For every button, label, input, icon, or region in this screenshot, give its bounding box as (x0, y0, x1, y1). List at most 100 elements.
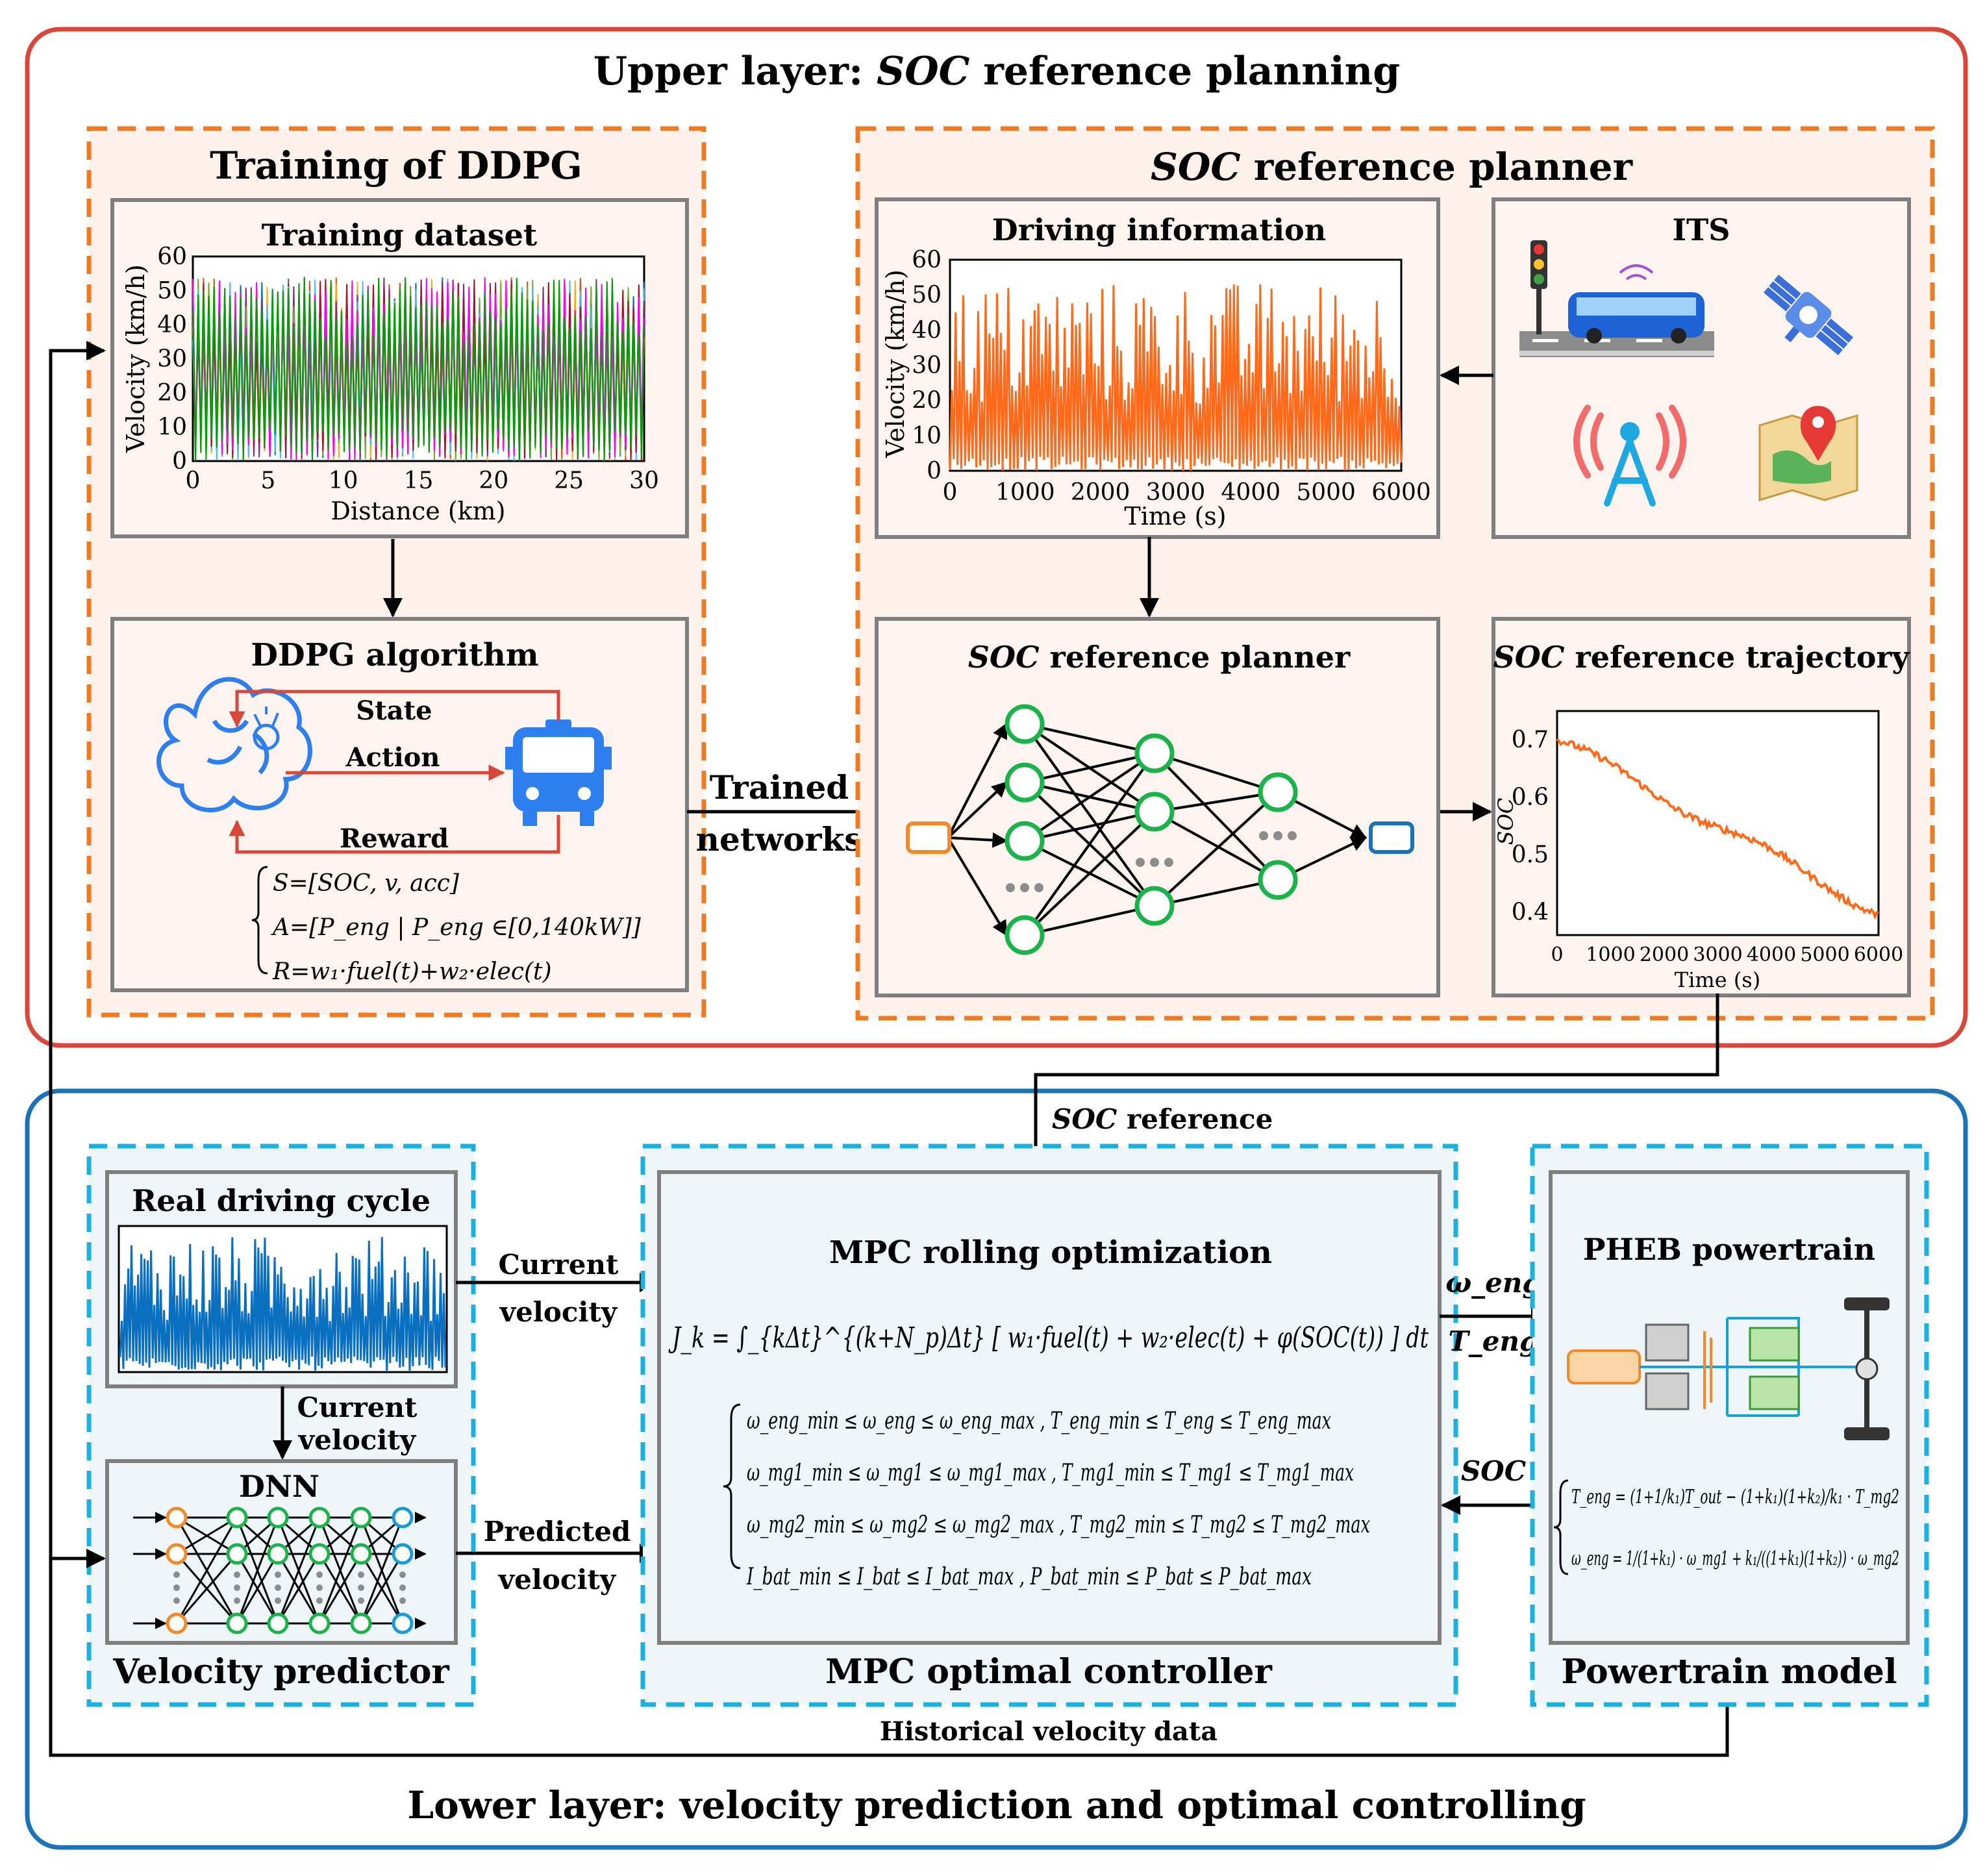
dnn-ellipsis-dot (358, 1584, 364, 1591)
powertrain-schematic (1567, 1297, 1890, 1440)
powertrain-model-footer: Powertrain model (1561, 1652, 1897, 1692)
nn-hidden-node (1005, 821, 1045, 861)
dataset-y-tick-1: 50 (157, 278, 187, 305)
trained-label-1: Trained (710, 768, 849, 807)
nn-edge (1154, 879, 1279, 907)
ddpg-equations: S=[SOC, v, acc] A=[P_eng | P_eng ∈[0,140… (251, 866, 642, 985)
dnn-node (392, 1612, 414, 1634)
nn-edge (1154, 752, 1279, 794)
mpc-controller-footer: MPC optimal controller (825, 1652, 1272, 1692)
real-driving-cycle-title: Real driving cycle (132, 1183, 431, 1218)
nn-ellipsis-dot (1273, 831, 1282, 840)
lower-layer-title: Lower layer: velocity prediction and opt… (407, 1783, 1586, 1827)
dataset-y-tick-2: 40 (157, 312, 187, 338)
dataset-x-tick-1: 5 (260, 468, 275, 494)
soc-x-tick-4: 4000 (1747, 944, 1796, 966)
dnn-edge (175, 1553, 238, 1624)
nn-edge (947, 832, 1008, 848)
nn-edge (1023, 752, 1156, 842)
nn-edge (1023, 723, 1156, 907)
state-label: State (356, 695, 432, 726)
dnn-node (350, 1612, 372, 1634)
svg-text:S=[SOC, v, acc]: S=[SOC, v, acc] (273, 870, 460, 897)
driving-y-tick-3: 30 (912, 353, 942, 379)
nn-edge (947, 722, 1008, 838)
dnn-node (392, 1507, 414, 1529)
nn-edge (1023, 752, 1156, 936)
dnn-node (226, 1612, 248, 1634)
action-label: Action (345, 742, 440, 773)
dnn-node (226, 1543, 248, 1565)
mpc-constraint-3: ω_mg2_min ≤ ω_mg2 ≤ ω_mg2_max , T_mg2_mi… (747, 1512, 1370, 1538)
driving-y-tick-5: 10 (912, 423, 942, 449)
driving-x-tick-5: 5000 (1296, 479, 1356, 506)
current-velocity-label-1: Current (499, 1249, 619, 1281)
nn-ellipsis-dot (1164, 858, 1173, 867)
dataset-x-tick-2: 10 (329, 468, 358, 494)
soc-trajectory-series (1556, 738, 1879, 920)
predicted-velocity-label-1: Predicted (484, 1516, 631, 1547)
dnn-ellipsis-dot (234, 1571, 240, 1578)
dnn-edge (236, 1553, 279, 1624)
dataset-y-tick-3: 30 (157, 346, 187, 373)
reward-label: Reward (340, 823, 449, 854)
nn-edge (1024, 752, 1155, 784)
training-dataset-title: Training dataset (262, 218, 538, 253)
nn-hidden-node (1005, 704, 1045, 744)
dnn-ellipsis-dot (234, 1597, 240, 1604)
dnn-ellipsis-dot (173, 1584, 180, 1591)
dnn-ellipsis-dot (316, 1597, 323, 1604)
dataset-y-tick-0: 60 (157, 244, 187, 270)
training-ddpg-title: Training of DDPG (210, 144, 582, 188)
driving-x-tick-1: 1000 (995, 479, 1055, 506)
nn-hidden-node (1134, 733, 1175, 773)
dataset-line-8 (192, 277, 645, 461)
soc-y-tick-3: 0.7 (1512, 727, 1549, 753)
nn-edge (947, 836, 1008, 937)
dnn-ellipsis-dot (316, 1584, 323, 1591)
dnn-node (308, 1507, 331, 1529)
real-cycle-line (119, 1236, 447, 1371)
nn-edge (1154, 791, 1279, 813)
nn-edge (1024, 723, 1155, 755)
driving-y-tick-1: 50 (912, 282, 942, 308)
dnn-edge (318, 1517, 362, 1624)
nn-hidden-node (1134, 886, 1175, 926)
constraint-brace (723, 1403, 741, 1570)
soc-y-tick-1: 0.5 (1512, 842, 1549, 868)
dnn-edge (175, 1517, 238, 1624)
nn-ellipsis-dot (1136, 858, 1145, 867)
soc-trajectory-xlabel: Time (s) (1675, 968, 1760, 992)
dnn-ellipsis-dot (399, 1597, 406, 1604)
nn-hidden-node (1005, 762, 1045, 803)
historical-feedback-loop (49, 341, 1729, 1757)
dnn-ellipsis-dot (173, 1571, 180, 1578)
its-title: ITS (1673, 212, 1730, 247)
dataset-x-tick-0: 0 (186, 468, 201, 494)
predictor-current-label-2: velocity (298, 1424, 417, 1456)
nn-hidden-node (1134, 792, 1175, 832)
driving-info-title: Driving information (992, 212, 1326, 247)
dnn-ellipsis-dot (275, 1597, 281, 1604)
velocity-predictor-footer: Velocity predictor (112, 1652, 449, 1692)
dataset-x-tick-4: 20 (479, 468, 508, 494)
nn-hidden-node (1258, 772, 1298, 812)
dnn-network (133, 1507, 427, 1634)
dnn-node (166, 1612, 188, 1634)
bus-environment-icon (505, 719, 612, 826)
dataset-x-tick-3: 15 (404, 468, 434, 494)
soc-x-tick-0: 0 (1551, 944, 1563, 966)
driving-x-tick-2: 2000 (1071, 479, 1130, 506)
soc-reference-connector (1026, 994, 1719, 1171)
soc-y-tick-2: 0.6 (1512, 784, 1549, 811)
ddpg-algorithm-title: DDPG algorithm (251, 637, 538, 673)
driving-x-tick-4: 4000 (1221, 479, 1281, 506)
dnn-edge (360, 1517, 404, 1624)
nn-edge (1154, 810, 1279, 881)
upper-layer-title: Upper layer: SOC reference planning (593, 49, 1401, 94)
driving-info-xlabel: Time (s) (1124, 502, 1226, 531)
training-dataset-series (192, 277, 645, 462)
